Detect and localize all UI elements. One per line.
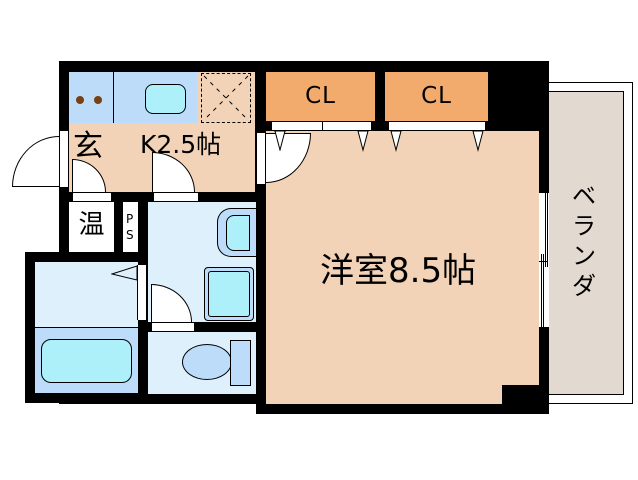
water-heater-space: 温 [69,202,114,252]
veranda-floor [549,91,624,395]
window-sash-line [545,193,546,267]
closet-1: CL [266,72,375,121]
room-door-opening [256,133,266,184]
counter-divider [113,72,114,123]
bathtub-icon [41,339,132,383]
veranda-label-char: ラ [572,212,596,240]
closet-2-label: CL [421,83,452,109]
closet-2-door-track [388,121,486,131]
entrance-label: 玄 [73,129,103,164]
refrigerator-space-icon [201,73,251,123]
closet-1-label: CL [305,83,336,109]
wash-basin-bowl [226,215,250,251]
pipe-space: P S [123,202,138,252]
closet-2: CL [385,72,488,121]
window-sash-line [543,254,544,327]
window-meeting-rail [539,261,548,262]
pipe-space-label-p: P [126,212,134,226]
closet-1-door-divider [322,121,323,131]
western-room-label: 洋室8.5帖 [320,251,477,291]
window-sash-line [547,193,548,267]
toilet-bowl-icon [182,344,232,380]
closet-1-door-track [271,121,372,131]
bottom-wall [256,404,549,414]
veranda-label: ベ ラ ン ダ [568,181,600,301]
stove-burner-icon [94,96,102,104]
door-threshold [151,322,195,332]
bathroom-folding-door [137,265,147,320]
veranda-label-char: ン [572,242,596,270]
washing-machine-pan-inner [208,271,250,317]
window-sash-line [541,254,542,327]
pipe-space-label-s: S [126,228,134,242]
cross-mark-icon [203,75,249,121]
window [539,192,549,328]
closet-door-marker-icon [274,131,286,151]
door-threshold [72,192,112,202]
stove-burner-icon [76,96,84,104]
corner-pillar [502,385,549,414]
entrance-door-swing-icon [12,136,59,187]
western-room-floor [266,131,539,404]
veranda-label-char: ベ [572,182,596,210]
toilet-tank-icon [230,340,251,386]
kitchen-sink-icon [145,84,186,114]
water-heater-label: 温 [78,210,105,240]
folding-door-marker-icon [111,265,138,281]
veranda-label-char: ダ [572,272,596,300]
entrance-opening [59,131,69,187]
door-threshold [153,192,199,202]
